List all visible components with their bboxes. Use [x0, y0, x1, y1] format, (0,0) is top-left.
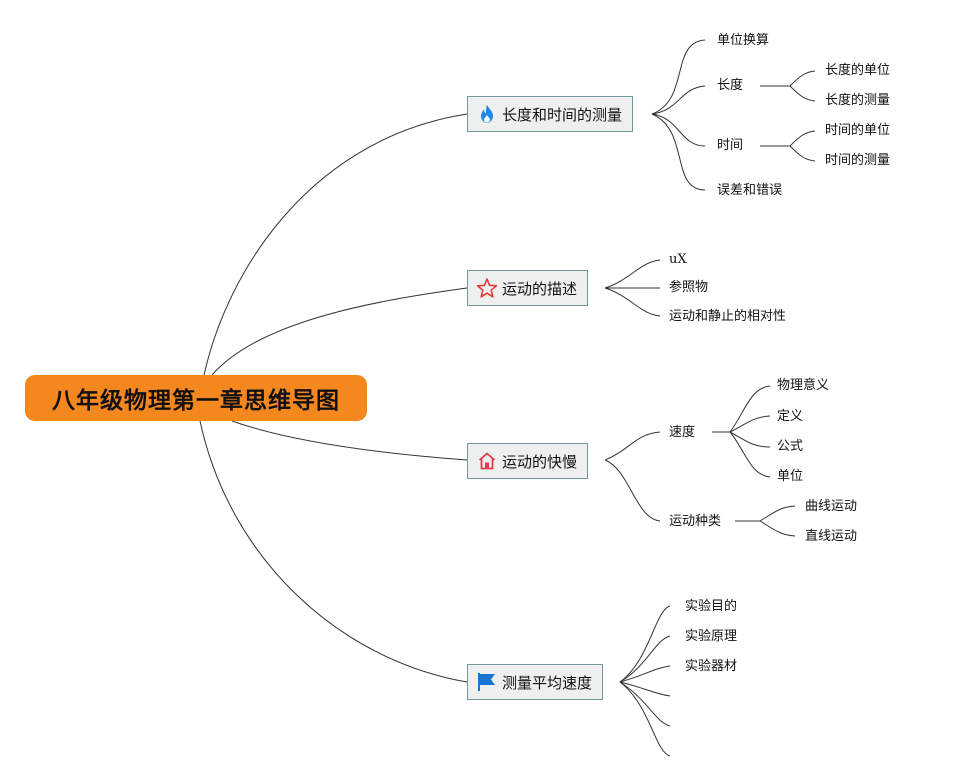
node-time[interactable]: 时间 — [717, 138, 744, 153]
branch-label: 运动的描述 — [502, 279, 578, 298]
star-icon — [476, 277, 498, 299]
branch-label: 长度和时间的测量 — [502, 105, 623, 124]
branch-label: 测量平均速度 — [502, 673, 593, 692]
node-relativity[interactable]: 运动和静止的相对性 — [669, 309, 787, 324]
node-length-unit[interactable]: 长度的单位 — [825, 63, 891, 78]
connector-root-b3 — [231, 420, 468, 461]
branch-length-time[interactable]: 长度和时间的测量 — [467, 96, 634, 132]
node-experiment-principle[interactable]: 实验原理 — [685, 629, 738, 644]
node-time-unit[interactable]: 时间的单位 — [825, 123, 891, 138]
branch-label: 运动的快慢 — [502, 452, 578, 471]
node-experiment-purpose[interactable]: 实验目的 — [685, 599, 738, 614]
node-experiment-equipment[interactable]: 实验器材 — [685, 659, 738, 674]
connector-root-b1 — [199, 113, 468, 399]
connector-root-b2 — [211, 287, 468, 376]
node-length[interactable]: 长度 — [717, 78, 744, 93]
flame-icon — [476, 103, 498, 125]
node-unit-conversion[interactable]: 单位换算 — [717, 33, 770, 48]
node-speed-unit[interactable]: 单位 — [777, 469, 804, 484]
node-definition[interactable]: 定义 — [777, 409, 804, 424]
flag-icon — [476, 671, 498, 693]
node-reference-object[interactable]: 参照物 — [669, 280, 709, 295]
node-error-mistake[interactable]: 误差和错误 — [717, 183, 783, 198]
home-icon — [476, 450, 498, 472]
node-length-measure[interactable]: 长度的测量 — [825, 93, 891, 108]
node-motion-types[interactable]: 运动种类 — [669, 514, 722, 529]
node-time-measure[interactable]: 时间的测量 — [825, 153, 891, 168]
branch-average-speed[interactable]: 测量平均速度 — [467, 664, 604, 700]
node-speed[interactable]: 速度 — [669, 425, 696, 440]
root-topic[interactable]: 八年级物理第一章思维导图 — [25, 375, 367, 421]
branch-motion-speed[interactable]: 运动的快慢 — [467, 443, 589, 479]
node-linear-motion[interactable]: 直线运动 — [805, 529, 858, 544]
node-ux[interactable]: uX — [669, 252, 687, 267]
node-physical-meaning[interactable]: 物理意义 — [777, 378, 830, 393]
branch-motion-description[interactable]: 运动的描述 — [467, 270, 589, 306]
node-curved-motion[interactable]: 曲线运动 — [805, 499, 858, 514]
node-formula[interactable]: 公式 — [777, 439, 804, 454]
connector-root-b4 — [199, 420, 468, 683]
